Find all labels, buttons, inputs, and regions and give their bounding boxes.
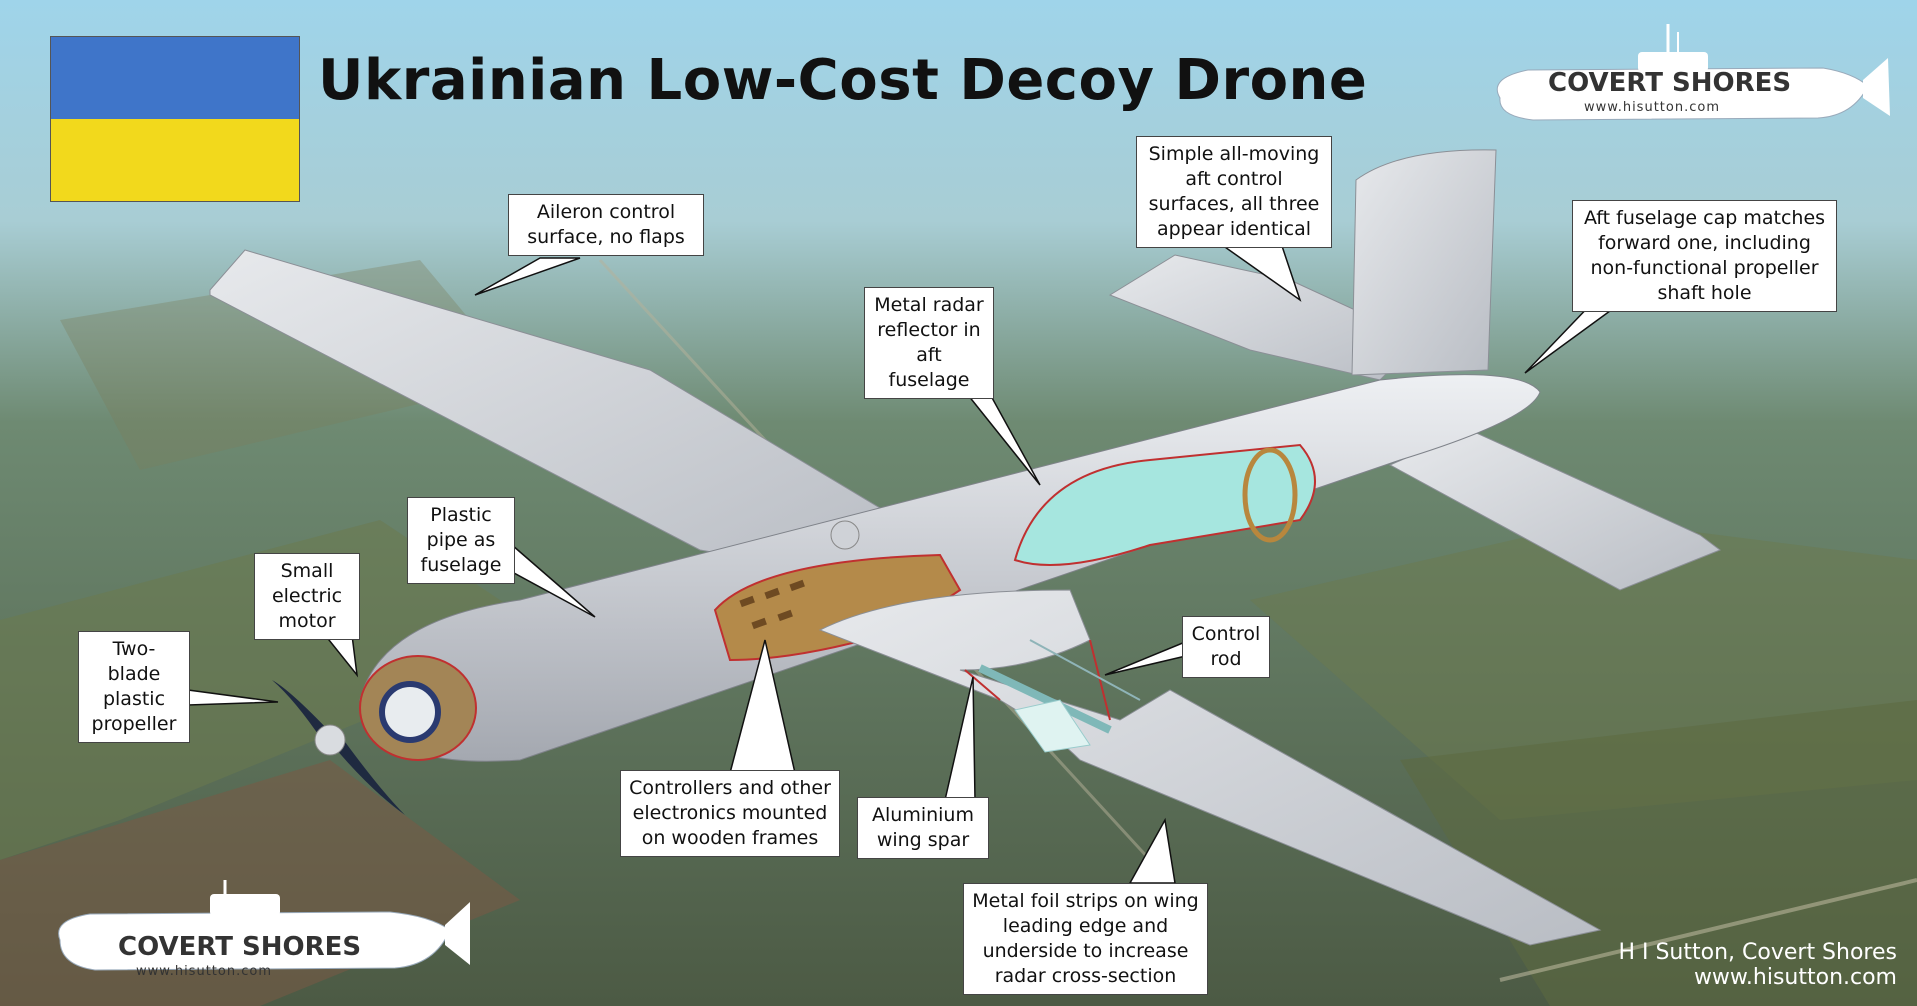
callout-line: Aft fuselage cap matches [1583,207,1826,229]
vertical-fin [1351,149,1497,376]
callout-propeller: Two-blade plastic propeller [78,631,190,743]
callout-line: Aluminium [872,804,974,826]
callout-line: on wooden frames [641,827,819,849]
callout-line: electronics mounted [632,802,828,824]
control-rod [1029,639,1141,701]
callout-line: radar cross-section [994,965,1177,987]
wooden-frame-slots [739,579,805,630]
fuselage-hatch [830,520,860,550]
credit-line: H I Sutton, Covert Shores [1618,940,1897,965]
callout-control-rod: Control rod [1182,616,1270,678]
callout-line: surfaces, all three [1148,193,1320,215]
callout-line: pipe as [426,529,496,551]
propeller-blade [330,735,405,815]
flag-yellow-stripe [51,119,299,201]
callout-line: Two-blade [107,638,161,685]
page-title: Ukrainian Low-Cost Decoy Drone [318,48,1368,113]
callout-wing-spar: Aluminium wing spar [857,797,989,859]
callout-line: forward one, including [1598,232,1811,254]
callout-line: underside to increase [982,940,1189,962]
callout-line: Control [1191,623,1261,645]
field-patch [0,520,560,860]
brand-logo-bottom: COVERT SHORES www.hisutton.com [50,880,470,990]
callout-electronics: Controllers and other electronics mounte… [620,770,840,857]
electronics-cutaway [713,553,962,662]
ukraine-flag [50,36,300,202]
spinner [314,724,346,756]
propeller-blade [272,680,330,740]
wing-cut-edge [964,669,1001,701]
callout-aft-fuselage-cap: Aft fuselage cap matches forward one, in… [1572,200,1837,312]
brand-url-bottom: www.hisutton.com [136,964,272,979]
callout-line: leading edge and [1002,915,1169,937]
callout-line: non-functional propeller [1590,257,1819,279]
radar-reflector-cutaway [1013,443,1316,566]
callout-electric-motor: Small electric motor [254,553,360,640]
reflector-frame [1242,447,1298,543]
brand-name-top: COVERT SHORES [1548,68,1792,98]
callout-line: Metal foil strips on wing [972,890,1199,912]
callout-aileron: Aileron control surface, no flaps [508,194,704,256]
author-credit: H I Sutton, Covert Shores www.hisutton.c… [1618,940,1897,990]
brand-logo-top: COVERT SHORES www.hisutton.com [1478,18,1898,128]
electric-motor [379,681,441,743]
callout-radar-reflector: Metal radar reflector in aft fuselage [864,287,994,399]
callout-line: Aileron control [536,201,676,223]
wing-cut-edge [1089,639,1111,721]
brand-url-top: www.hisutton.com [1584,100,1720,115]
callout-line: Simple all-moving [1148,143,1320,165]
callout-line: Small [280,560,334,582]
callout-line: fuselage [420,554,502,576]
aluminium-wing-spar [978,664,1112,734]
callout-aft-control-surfaces: Simple all-moving aft control surfaces, … [1136,136,1332,248]
callout-line: plastic [102,688,166,710]
callout-line: reflector in [877,319,981,341]
callout-line: Controllers and other [629,777,831,799]
callout-line: Metal radar [874,294,984,316]
callout-line: aft control [1185,168,1283,190]
callout-foil-strips: Metal foil strips on wing leading edge a… [963,883,1208,995]
road-line [1499,878,1917,982]
callout-line: rod [1210,648,1242,670]
callout-line: appear identical [1156,218,1312,240]
brand-name-bottom: COVERT SHORES [118,932,362,962]
callout-line: shaft hole [1657,282,1752,304]
credit-line: www.hisutton.com [1693,965,1897,990]
submarine-logo-icon [58,880,470,971]
callout-line: propeller [91,713,177,735]
callout-plastic-pipe: Plastic pipe as fuselage [407,497,515,584]
callout-line: surface, no flaps [527,226,685,248]
submarine-logo-icon [1496,24,1890,121]
flag-blue-stripe [51,37,299,119]
foil-strip [1014,699,1091,753]
callout-line: aft fuselage [888,344,970,391]
callout-line: Plastic [430,504,492,526]
callout-line: wing spar [876,829,970,851]
callout-line: electric [271,585,343,607]
callout-line: motor [278,610,336,632]
